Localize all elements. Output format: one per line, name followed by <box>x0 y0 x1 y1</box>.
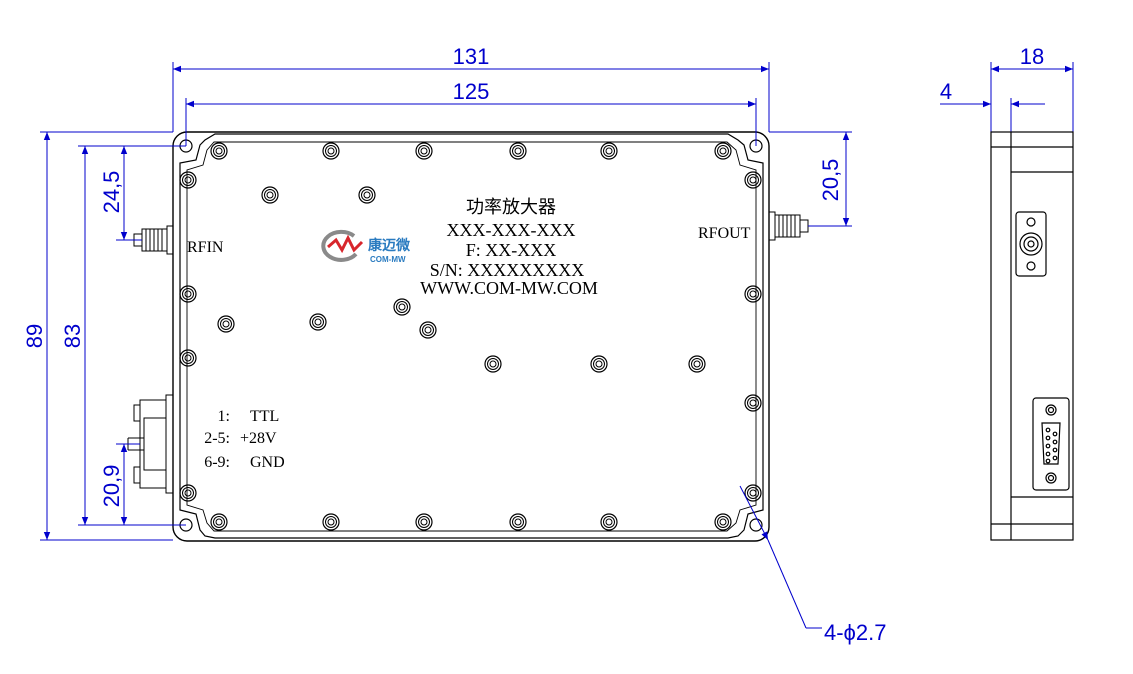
product-serial: S/N: XXXXXXXXX <box>430 260 585 280</box>
dim-height-overall: 89 <box>22 324 47 348</box>
pinout-signal: TTL <box>250 408 279 425</box>
pinout-pin: 2-5: <box>204 430 230 447</box>
rfout-connector <box>768 211 809 241</box>
side-view <box>990 131 1074 541</box>
product-model: XXX-XXX-XXX <box>447 220 576 240</box>
amplifier-housing <box>172 131 770 542</box>
logo-cn: 康迈微 <box>368 237 411 254</box>
dim-rfin-offset: 24,5 <box>99 171 124 214</box>
pinout-signal: +28V <box>240 430 277 447</box>
dim-side-flange: 4 <box>940 79 952 104</box>
dim-rfout-offset: 20,5 <box>818 159 843 202</box>
product-title: 功率放大器 <box>466 197 556 217</box>
company-logo: 康迈微 COM-MW <box>321 229 411 264</box>
product-website: WWW.COM-MW.COM <box>420 278 598 298</box>
dim-side-thickness: 18 <box>1020 44 1044 69</box>
logo-en: COM-MW <box>370 255 406 264</box>
pinout-table: 1: TTL 2-5: +28V 6-9: GND <box>204 408 284 471</box>
pinout-signal: GND <box>250 454 285 471</box>
dim-connector-offset: 20,9 <box>99 465 124 508</box>
pinout-pin: 1: <box>218 408 230 425</box>
rfin-label: RFIN <box>187 239 224 256</box>
dim-width-holes: 125 <box>453 79 490 104</box>
dim-width-overall: 131 <box>453 44 490 69</box>
dim-mount-holes: 4-ϕ2.7 <box>824 620 886 645</box>
dim-height-holes: 83 <box>60 324 85 348</box>
rfout-label: RFOUT <box>698 225 751 242</box>
product-freq: F: XX-XXX <box>466 240 557 260</box>
dimension-values: 131 125 89 83 24,5 20,9 20,5 4-ϕ2.7 18 4 <box>22 44 1044 645</box>
product-label: 功率放大器 XXX-XXX-XXX F: XX-XXX S/N: XXXXXXX… <box>420 197 598 298</box>
dimension-lines <box>40 62 1074 629</box>
pinout-pin: 6-9: <box>204 454 230 471</box>
